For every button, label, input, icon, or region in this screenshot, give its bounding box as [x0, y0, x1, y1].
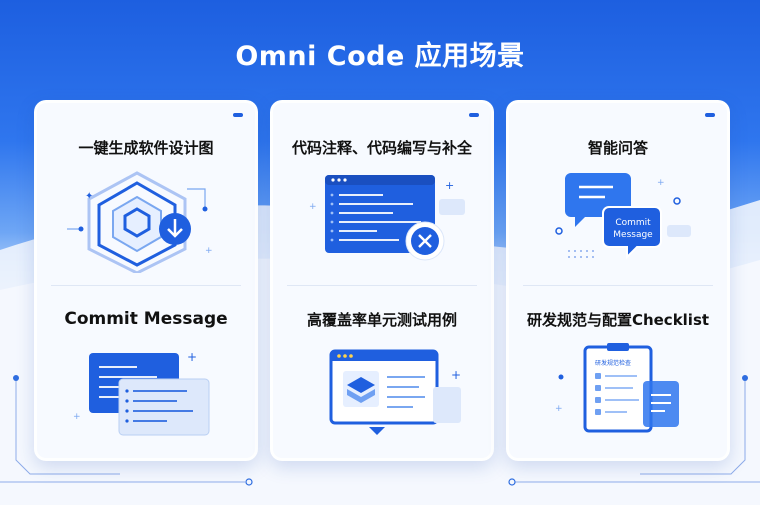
code-editor-icon: + +	[309, 175, 465, 261]
card-top-label: 一键生成软件设计图	[78, 139, 214, 157]
svg-text:+: +	[205, 246, 213, 256]
card-bottom-label: 研发规范与配置Checklist	[526, 311, 710, 329]
page-title: Omni Code 应用场景	[235, 41, 525, 72]
card-pin	[469, 113, 479, 117]
card-pin	[705, 113, 715, 117]
scenario-card-code[interactable]: 代码注释、代码编写与补全 + + 高覆盖率单元测试用例 +	[270, 100, 494, 461]
svg-text:+: +	[73, 412, 81, 422]
card-top-label: 代码注释、代码编写与补全	[291, 139, 472, 157]
card-divider	[287, 285, 477, 286]
scenario-card-qa[interactable]: 智能问答 Commit Message + 研发规范与配置Checklist 研…	[506, 100, 730, 461]
card-divider	[51, 285, 241, 286]
unit-test-window-icon: +	[329, 349, 461, 435]
card-top-label: 智能问答	[587, 139, 648, 157]
card-pin	[233, 113, 243, 117]
design-diagram-icon: ✦ +	[67, 171, 213, 273]
card-divider	[523, 285, 713, 286]
card-bottom-label: Commit Message	[64, 309, 228, 329]
commit-terminal-icon: + +	[73, 350, 210, 436]
qa-bubble-line-1: Commit	[615, 218, 651, 228]
card-bottom-label: 高覆盖率单元测试用例	[306, 311, 457, 329]
svg-text:+: +	[555, 404, 563, 414]
clipboard-checklist-icon: 研发规范检查 +	[555, 343, 679, 433]
scenario-card-design[interactable]: 一键生成软件设计图 ✦ + Commit Message + +	[34, 100, 258, 461]
svg-text:+: +	[309, 202, 317, 212]
svg-text:+: +	[187, 350, 197, 364]
svg-text:✦: ✦	[85, 191, 93, 202]
chat-bubbles-icon: Commit Message +	[555, 173, 691, 260]
svg-text:+: +	[657, 178, 665, 188]
svg-text:+: +	[445, 179, 454, 192]
checklist-header: 研发规范检查	[595, 359, 631, 367]
qa-bubble-line-2: Message	[613, 230, 653, 240]
svg-text:+: +	[451, 368, 461, 382]
